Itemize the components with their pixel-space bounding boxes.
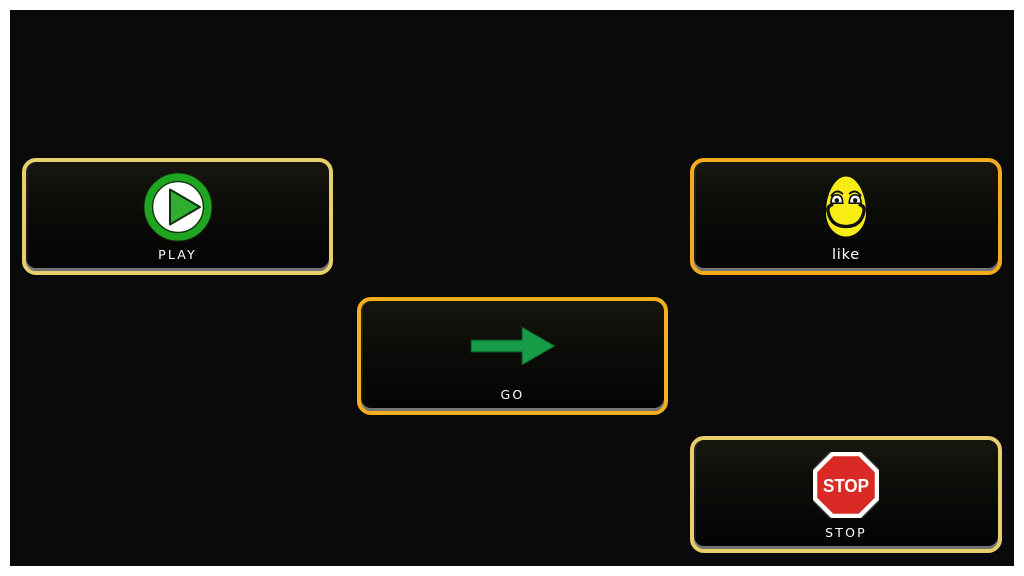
like-button-label: like bbox=[831, 247, 861, 263]
communication-board-screen: PLAY like GO bbox=[10, 10, 1014, 566]
green-right-arrow-icon bbox=[469, 301, 557, 387]
arrow-shape bbox=[470, 326, 555, 366]
play-button[interactable]: PLAY bbox=[22, 158, 333, 275]
like-button[interactable]: like bbox=[690, 158, 1002, 275]
stop-button-label: STOP bbox=[825, 525, 867, 540]
play-icon bbox=[143, 162, 213, 247]
play-button-label: PLAY bbox=[158, 247, 197, 262]
stop-sign-text: STOP bbox=[823, 476, 869, 496]
stop-button[interactable]: STOP STOP bbox=[690, 436, 1002, 553]
go-button-label: GO bbox=[500, 387, 525, 402]
go-button[interactable]: GO bbox=[357, 297, 668, 415]
stop-sign-icon: STOP bbox=[813, 440, 879, 525]
stop-sign-octagon bbox=[813, 451, 879, 518]
smiley-egg-icon bbox=[821, 162, 871, 247]
play-triangle bbox=[168, 188, 201, 225]
